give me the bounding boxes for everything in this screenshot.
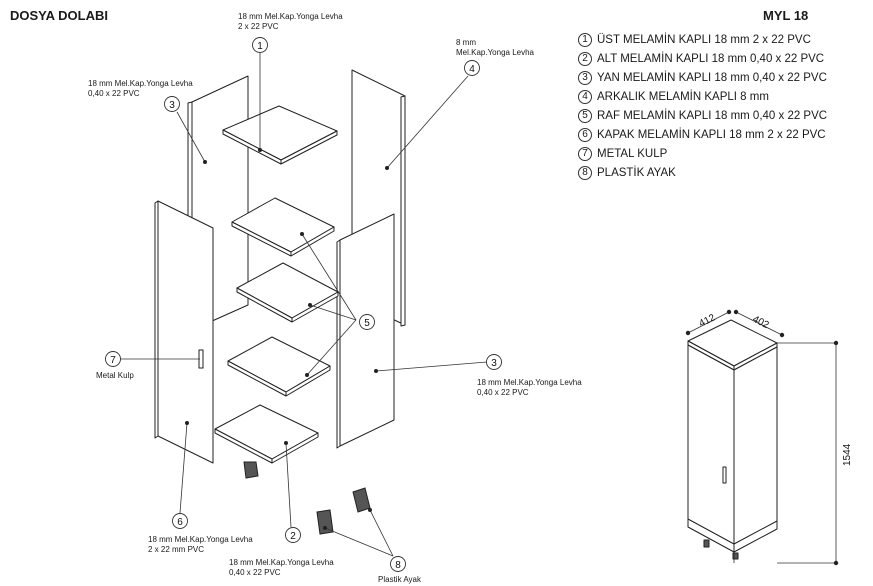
cabinet-handle-icon [722,466,727,484]
dimension-height: 1544 [842,443,853,466]
callout-number: 1 [257,41,263,52]
parts-list-item: 2 ALT MELAMİN KAPLI 18 mm 0,40 x 22 PVC [578,49,827,68]
right-side-panel [336,213,395,449]
callout-number: 4 [469,64,475,75]
part-label: ÜST MELAMİN KAPLI 18 mm 2 x 22 PVC [597,33,811,46]
part-number: 5 [578,108,592,123]
callout-label-top: 18 mm Mel.Kap.Yonga Levha 2 x 22 PVC [238,12,343,31]
callout-label-bottom: 18 mm Mel.Kap.Yonga Levha 0,40 x 22 PVC [229,558,334,577]
parts-list-item: 5 RAF MELAMİN KAPLI 18 mm 0,40 x 22 PVC [578,106,827,125]
part-label: KAPAK MELAMİN KAPLI 18 mm 2 x 22 PVC [597,128,826,141]
callout-label-left-side: 18 mm Mel.Kap.Yonga Levha 0,40 x 22 PVC [88,79,193,98]
label-line: Metal Kulp [96,371,134,380]
part-label: RAF MELAMİN KAPLI 18 mm 0,40 x 22 PVC [597,109,828,122]
label-line: 18 mm Mel.Kap.Yonga Levha [88,79,193,88]
label-line: Plastik Ayak [378,575,421,584]
part-label: METAL KULP [597,147,668,160]
part-number: 1 [578,32,592,47]
parts-list-item: 4 ARKALIK MELAMİN KAPLI 8 mm [578,87,827,106]
dimension-depth: 402 [751,314,771,332]
dimension-width: 412 [697,312,717,330]
label-line: 18 mm Mel.Kap.Yonga Levha [229,558,334,567]
shelf-2 [236,262,339,323]
label-line: Mel.Kap.Yonga Levha [456,47,534,57]
door-panel [154,200,214,464]
callout-number: 3 [491,358,497,369]
part-number: 4 [578,89,592,104]
parts-list-item: 1 ÜST MELAMİN KAPLI 18 mm 2 x 22 PVC [578,30,827,49]
shelf-1 [231,197,335,257]
label-line: 2 x 22 mm PVC [148,544,205,554]
callout-number: 8 [395,560,401,571]
label-line: 18 mm Mel.Kap.Yonga Levha [148,535,253,544]
callout-number: 2 [290,531,296,542]
part-number: 2 [578,51,592,66]
parts-list-item: 6 KAPAK MELAMİN KAPLI 18 mm 2 x 22 PVC [578,125,827,144]
label-line: 0,40 x 22 PVC [477,387,529,397]
leader-dots [185,148,389,530]
product-code: MYL 18 [763,8,809,23]
plastic-foot-icon [243,461,371,535]
part-label: ARKALIK MELAMİN KAPLI 8 mm [597,90,769,103]
label-line: 18 mm Mel.Kap.Yonga Levha [238,12,343,21]
part-number: 3 [578,70,592,85]
part-label: PLASTİK AYAK [597,166,676,179]
callout-number: 3 [169,100,175,111]
assembled-cabinet-view [687,319,778,560]
bottom-panel [214,404,319,464]
callout-number: 6 [177,517,183,528]
callout-label-door: 18 mm Mel.Kap.Yonga Levha 2 x 22 mm PVC [148,535,253,554]
shelf-3 [227,336,331,397]
callout-label-back: 8 mm Mel.Kap.Yonga Levha [456,38,534,57]
part-number: 6 [578,127,592,142]
part-number: 7 [578,146,592,161]
parts-list-item: 8 PLASTİK AYAK [578,163,827,182]
label-line: 2 x 22 PVC [238,21,279,31]
callout-label-right-side: 18 mm Mel.Kap.Yonga Levha 0,40 x 22 PVC [477,378,582,397]
callout-number: 7 [110,355,116,366]
label-line: 0,40 x 22 PVC [229,567,281,577]
part-label: YAN MELAMİN KAPLI 18 mm 0,40 x 22 PVC [597,71,827,84]
callout-label-handle: Metal Kulp [96,371,134,381]
parts-list-item: 7 METAL KULP [578,144,827,163]
label-line: 0,40 x 22 PVC [88,88,140,98]
callout-label-feet: Plastik Ayak [378,575,421,585]
drawing-title: DOSYA DOLABI [10,8,108,23]
label-line: 8 mm [456,38,476,47]
parts-list: 1 ÜST MELAMİN KAPLI 18 mm 2 x 22 PVC 2 ALT… [578,30,827,182]
label-line: 18 mm Mel.Kap.Yonga Levha [477,378,582,387]
top-panel [222,105,338,165]
callout-number: 5 [364,318,370,329]
part-label: ALT MELAMİN KAPLI 18 mm 0,40 x 22 PVC [597,52,825,65]
parts-list-item: 3 YAN MELAMİN KAPLI 18 mm 0,40 x 22 PVC [578,68,827,87]
part-number: 8 [578,165,592,180]
